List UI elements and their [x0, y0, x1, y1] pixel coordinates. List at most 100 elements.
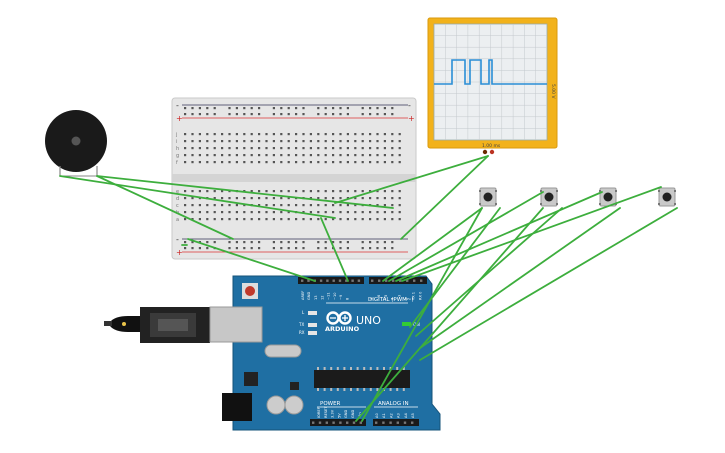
- terminal-hole[interactable]: [295, 218, 298, 221]
- rail-hole[interactable]: [235, 241, 238, 244]
- terminal-hole[interactable]: [287, 218, 290, 221]
- terminal-hole[interactable]: [383, 154, 386, 157]
- breadboard-holes[interactable]: jihgfedcba: [175, 107, 401, 250]
- terminal-hole[interactable]: [398, 204, 401, 207]
- rail-hole[interactable]: [206, 247, 209, 250]
- terminal-hole[interactable]: [213, 154, 216, 157]
- terminal-hole[interactable]: [191, 197, 194, 200]
- rail-hole[interactable]: [250, 107, 253, 110]
- terminal-hole[interactable]: [324, 147, 327, 150]
- terminal-hole[interactable]: [235, 161, 238, 164]
- terminal-hole[interactable]: [198, 140, 201, 143]
- rail-hole[interactable]: [332, 241, 335, 244]
- terminal-hole[interactable]: [398, 211, 401, 214]
- header-pin[interactable]: [375, 421, 378, 424]
- terminal-hole[interactable]: [250, 190, 253, 193]
- terminal-hole[interactable]: [354, 218, 357, 221]
- rail-hole[interactable]: [383, 113, 386, 116]
- rail-hole[interactable]: [324, 107, 327, 110]
- terminal-hole[interactable]: [243, 211, 246, 214]
- terminal-hole[interactable]: [383, 204, 386, 207]
- terminal-hole[interactable]: [391, 147, 394, 150]
- rail-hole[interactable]: [228, 107, 231, 110]
- rail-hole[interactable]: [272, 247, 275, 250]
- terminal-hole[interactable]: [376, 161, 379, 164]
- rail-hole[interactable]: [346, 247, 349, 250]
- rail-hole[interactable]: [317, 107, 320, 110]
- terminal-hole[interactable]: [346, 154, 349, 157]
- terminal-hole[interactable]: [324, 154, 327, 157]
- terminal-hole[interactable]: [369, 190, 372, 193]
- terminal-hole[interactable]: [391, 204, 394, 207]
- terminal-hole[interactable]: [361, 190, 364, 193]
- terminal-hole[interactable]: [369, 154, 372, 157]
- terminal-hole[interactable]: [206, 211, 209, 214]
- power-header[interactable]: [310, 419, 366, 426]
- terminal-hole[interactable]: [221, 133, 224, 136]
- terminal-hole[interactable]: [258, 218, 261, 221]
- terminal-hole[interactable]: [258, 190, 261, 193]
- push-button-cap[interactable]: [603, 192, 613, 202]
- rail-hole[interactable]: [213, 113, 216, 116]
- wire[interactable]: [187, 238, 316, 282]
- terminal-hole[interactable]: [221, 211, 224, 214]
- terminal-hole[interactable]: [339, 204, 342, 207]
- terminal-hole[interactable]: [191, 218, 194, 221]
- terminal-hole[interactable]: [184, 218, 187, 221]
- terminal-hole[interactable]: [184, 197, 187, 200]
- wire[interactable]: [59, 175, 336, 219]
- terminal-hole[interactable]: [317, 147, 320, 150]
- terminal-hole[interactable]: [391, 140, 394, 143]
- terminal-hole[interactable]: [191, 204, 194, 207]
- terminal-hole[interactable]: [339, 140, 342, 143]
- terminal-hole[interactable]: [317, 204, 320, 207]
- terminal-hole[interactable]: [280, 190, 283, 193]
- terminal-hole[interactable]: [391, 190, 394, 193]
- terminal-hole[interactable]: [280, 147, 283, 150]
- terminal-hole[interactable]: [206, 204, 209, 207]
- terminal-hole[interactable]: [250, 197, 253, 200]
- rail-hole[interactable]: [280, 107, 283, 110]
- rail-hole[interactable]: [206, 107, 209, 110]
- terminal-hole[interactable]: [354, 204, 357, 207]
- terminal-hole[interactable]: [383, 211, 386, 214]
- terminal-hole[interactable]: [317, 218, 320, 221]
- terminal-hole[interactable]: [206, 154, 209, 157]
- rail-hole[interactable]: [295, 107, 298, 110]
- terminal-hole[interactable]: [317, 197, 320, 200]
- terminal-hole[interactable]: [235, 154, 238, 157]
- terminal-hole[interactable]: [302, 204, 305, 207]
- terminal-hole[interactable]: [287, 133, 290, 136]
- terminal-hole[interactable]: [309, 147, 312, 150]
- terminal-hole[interactable]: [265, 154, 268, 157]
- wire[interactable]: [409, 207, 501, 328]
- terminal-hole[interactable]: [346, 190, 349, 193]
- terminal-hole[interactable]: [258, 147, 261, 150]
- terminal-hole[interactable]: [191, 161, 194, 164]
- terminal-hole[interactable]: [361, 211, 364, 214]
- rail-hole[interactable]: [317, 113, 320, 116]
- rail-hole[interactable]: [324, 241, 327, 244]
- terminal-hole[interactable]: [339, 161, 342, 164]
- terminal-hole[interactable]: [250, 154, 253, 157]
- header-pin[interactable]: [389, 421, 392, 424]
- rail-hole[interactable]: [184, 107, 187, 110]
- terminal-hole[interactable]: [398, 154, 401, 157]
- wire[interactable]: [382, 207, 483, 282]
- rail-hole[interactable]: [287, 107, 290, 110]
- push-button-cap[interactable]: [544, 192, 554, 202]
- terminal-hole[interactable]: [191, 133, 194, 136]
- terminal-hole[interactable]: [228, 140, 231, 143]
- terminal-hole[interactable]: [346, 218, 349, 221]
- rail-hole[interactable]: [332, 107, 335, 110]
- rail-hole[interactable]: [250, 247, 253, 250]
- terminal-hole[interactable]: [184, 133, 187, 136]
- terminal-hole[interactable]: [309, 218, 312, 221]
- terminal-hole[interactable]: [206, 140, 209, 143]
- terminal-hole[interactable]: [206, 133, 209, 136]
- terminal-hole[interactable]: [354, 190, 357, 193]
- terminal-hole[interactable]: [332, 161, 335, 164]
- wire[interactable]: [96, 175, 394, 209]
- rail-hole[interactable]: [206, 241, 209, 244]
- oscilloscope-probe-positive[interactable]: [489, 149, 495, 155]
